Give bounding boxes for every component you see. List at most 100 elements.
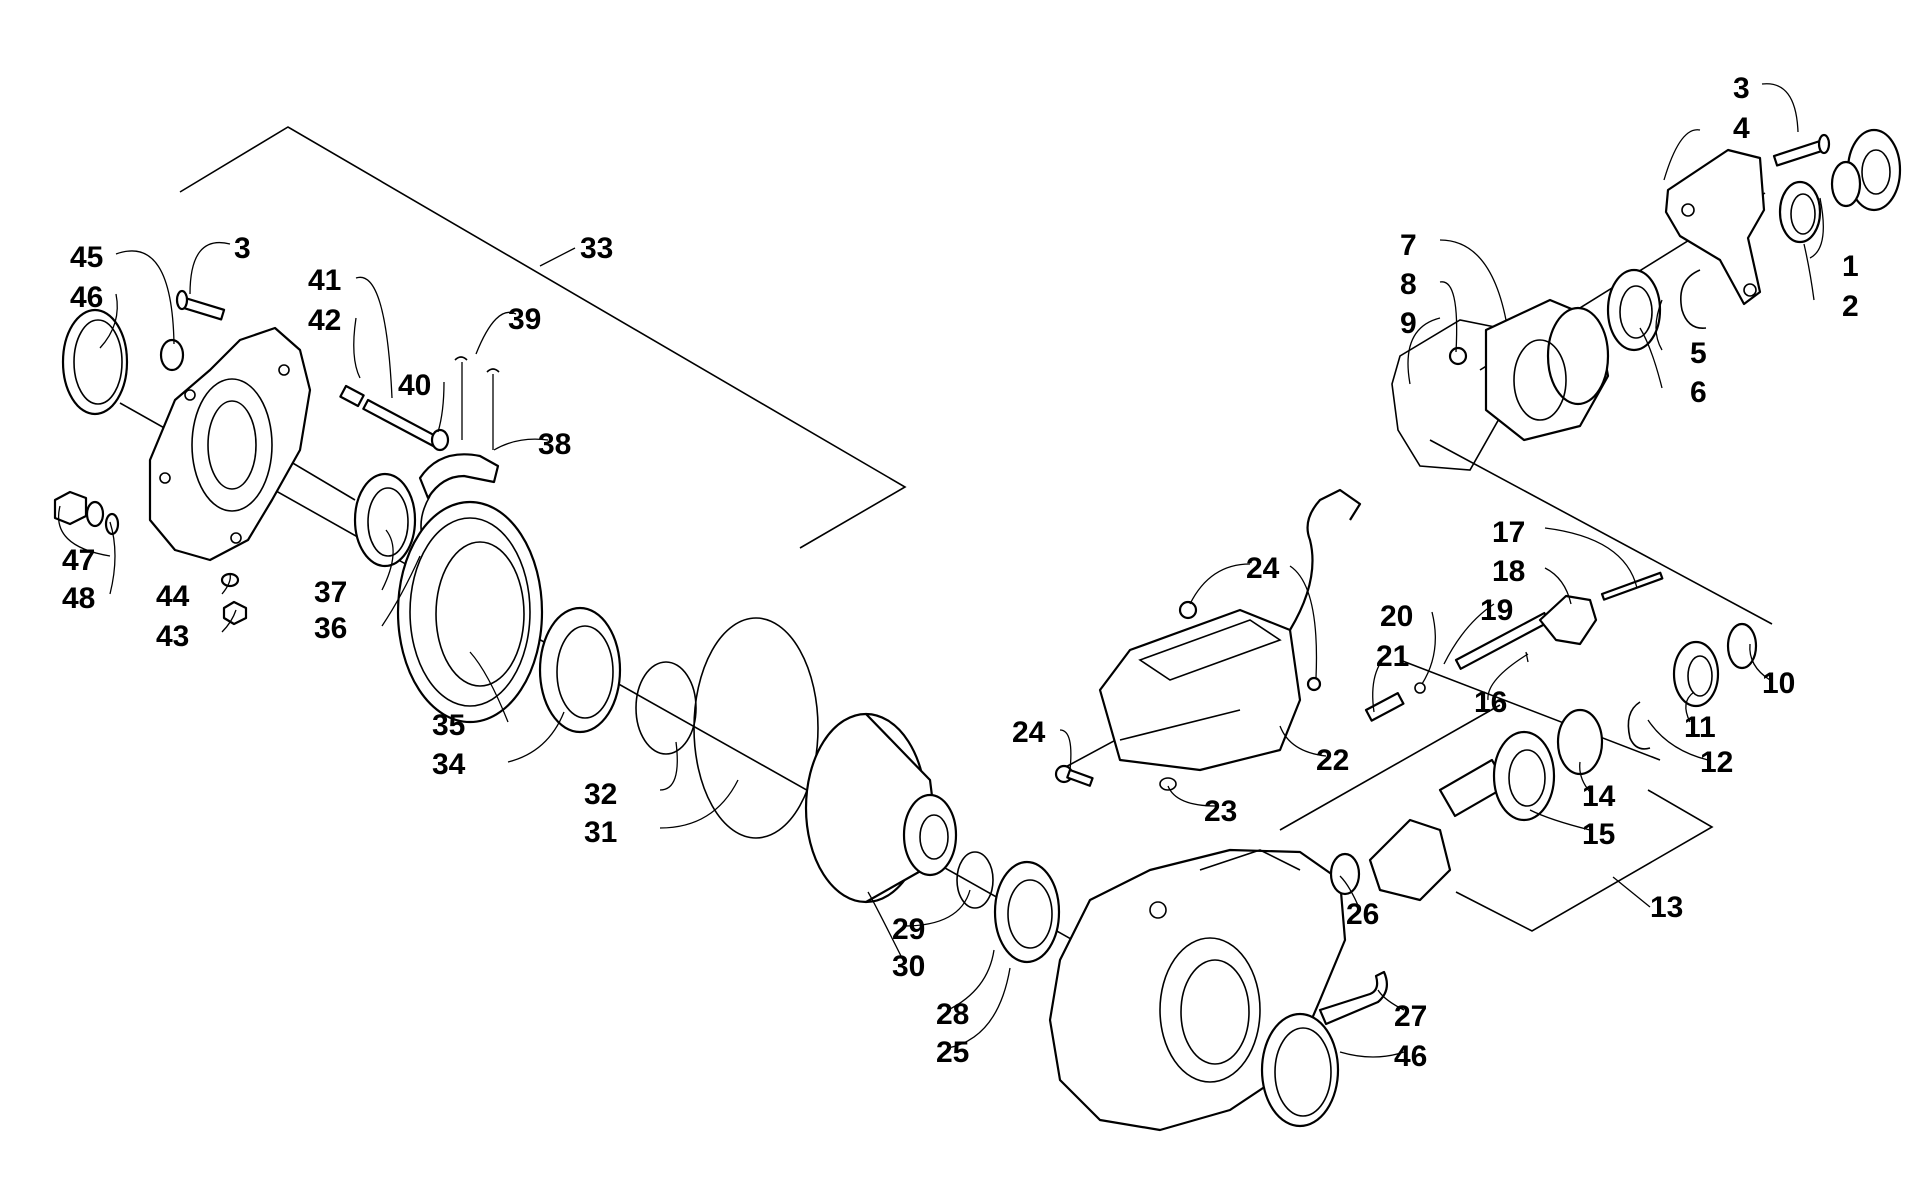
bearing-37 [353, 472, 417, 568]
bearing-6 [1606, 268, 1662, 352]
callout-36: 36 [314, 612, 347, 645]
callout-42: 42 [308, 304, 341, 337]
bearing-34 [538, 606, 622, 734]
housing-7 [1484, 298, 1610, 442]
callout-43: 43 [156, 620, 189, 653]
callout-31: 31 [584, 816, 617, 849]
seal-45 [159, 338, 185, 372]
seal-46-right [1260, 1012, 1340, 1128]
callout-9: 9 [1400, 307, 1417, 340]
callout-25: 25 [936, 1036, 969, 1069]
callout-19: 19 [1480, 594, 1513, 627]
bearing-15 [1492, 730, 1556, 822]
callout-27: 27 [1394, 1000, 1427, 1033]
callout-18: 18 [1492, 555, 1525, 588]
callout-14: 14 [1582, 780, 1616, 813]
coupler-11 [1672, 640, 1720, 708]
callout-2: 2 [1842, 290, 1859, 323]
callout-17: 17 [1492, 516, 1525, 549]
callout-20: 20 [1380, 600, 1413, 633]
callout-39: 39 [508, 303, 541, 336]
callout-24b: 24 [1012, 716, 1046, 749]
callout-10: 10 [1762, 667, 1795, 700]
callout-5: 5 [1690, 337, 1707, 370]
snap-ring-12 [1627, 701, 1651, 750]
callout-30: 30 [892, 950, 925, 983]
callout-35: 35 [432, 709, 465, 742]
callout-12: 12 [1700, 746, 1733, 779]
spacer-40 [430, 428, 450, 452]
callout-4: 4 [1733, 112, 1750, 145]
callout-labels: 1 2 3 4 5 6 7 8 9 10 11 12 13 14 15 16 1… [62, 72, 1859, 1073]
callout-46a: 46 [70, 281, 103, 314]
callout-38: 38 [538, 428, 571, 461]
callout-16: 16 [1474, 686, 1507, 719]
callout-32: 32 [584, 778, 617, 811]
ring-10 [1726, 622, 1758, 670]
callout-26: 26 [1346, 898, 1379, 931]
callout-46b: 46 [1394, 1040, 1427, 1073]
leader-lines [58, 83, 1824, 1058]
ring-gear-35 [396, 500, 544, 724]
spring-42 [339, 384, 365, 408]
bolt-3-left [175, 289, 226, 321]
pin-17 [1600, 571, 1664, 601]
callout-11: 11 [1684, 711, 1716, 744]
dowel-8 [1448, 346, 1468, 366]
callout-47: 47 [62, 544, 95, 577]
callout-29: 29 [892, 913, 925, 946]
ring-5 [1680, 269, 1707, 329]
fork-18 [1538, 594, 1598, 646]
pinion-gear [1368, 758, 1509, 902]
callout-40: 40 [398, 369, 431, 402]
group-33-bracket [179, 126, 907, 549]
oring-31 [693, 617, 819, 839]
callout-3b: 3 [234, 232, 251, 265]
callout-21: 21 [1376, 640, 1409, 673]
callout-48: 48 [62, 582, 95, 615]
flange-1 [1830, 128, 1902, 212]
left-cover-plate [148, 326, 312, 562]
right-housing-bracket [1429, 439, 1773, 625]
callout-8: 8 [1400, 268, 1417, 301]
callout-44: 44 [156, 580, 190, 613]
callout-24a: 24 [1246, 552, 1280, 585]
vent-27 [1318, 970, 1389, 1026]
group-13-bracket [1455, 789, 1714, 932]
oring-32 [635, 661, 697, 755]
screw-24-right [1306, 676, 1322, 692]
callout-33: 33 [580, 232, 613, 265]
callout-15: 15 [1582, 818, 1615, 851]
seal-2 [1778, 180, 1822, 244]
callout-45: 45 [70, 241, 103, 274]
ring-29 [956, 851, 994, 909]
callout-1: 1 [1842, 250, 1859, 283]
bolt-3-right [1772, 133, 1831, 167]
callout-37: 37 [314, 576, 347, 609]
washer-48 [104, 512, 120, 536]
screw-24-left [1054, 764, 1094, 787]
shaft-41 [362, 398, 440, 448]
seal-46-left [61, 308, 129, 416]
spring-21 [1364, 691, 1405, 722]
drain-plug-47 [53, 490, 105, 528]
clip-23 [1159, 777, 1177, 791]
callout-41: 41 [308, 264, 341, 297]
callout-3: 3 [1733, 72, 1750, 105]
callout-13: 13 [1650, 891, 1683, 924]
pin-16 [1525, 651, 1529, 663]
bracket-4 [1664, 148, 1766, 306]
bearing-28 [993, 860, 1061, 964]
screw-24-top [1178, 600, 1198, 620]
callout-28: 28 [936, 998, 969, 1031]
ball-20 [1414, 682, 1426, 694]
callout-6: 6 [1690, 376, 1707, 409]
callout-23: 23 [1204, 795, 1237, 828]
needle-bearing-26 [1329, 852, 1361, 896]
differential-30 [804, 712, 958, 904]
callout-7: 7 [1400, 229, 1417, 262]
callout-22: 22 [1316, 744, 1349, 777]
fork-38 [418, 453, 500, 500]
clips-39 [454, 356, 500, 450]
